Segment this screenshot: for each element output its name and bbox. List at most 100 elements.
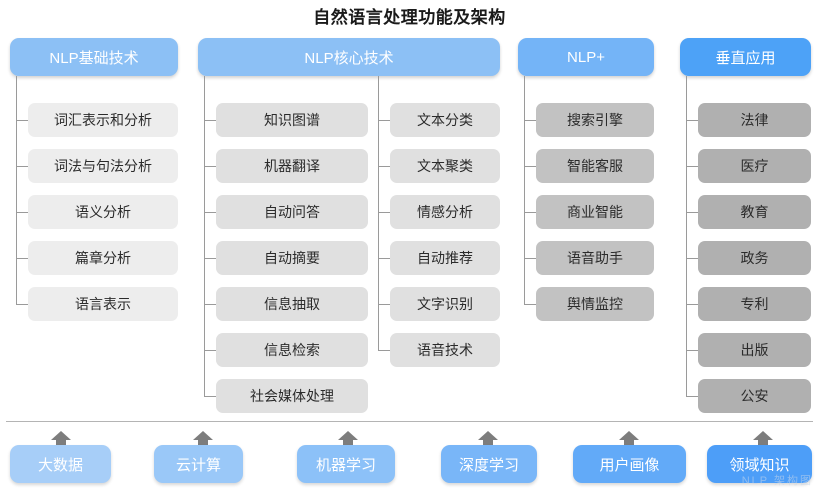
leaf-item[interactable]: 自动问答 bbox=[216, 195, 368, 229]
up-arrow-icon bbox=[618, 430, 640, 450]
leaf-item-label: 词汇表示和分析 bbox=[54, 112, 152, 128]
leaf-item[interactable]: 词汇表示和分析 bbox=[28, 103, 178, 137]
leaf-item[interactable]: 教育 bbox=[698, 195, 811, 229]
tree-branch bbox=[16, 166, 28, 167]
tree-branch bbox=[686, 304, 698, 305]
tree-branch bbox=[378, 166, 390, 167]
tree-branch bbox=[16, 304, 28, 305]
leaf-item[interactable]: 公安 bbox=[698, 379, 811, 413]
tree-branch bbox=[16, 258, 28, 259]
foundation-divider bbox=[6, 421, 813, 422]
foundation-box[interactable]: 云计算 bbox=[154, 445, 243, 483]
tree-branch bbox=[16, 212, 28, 213]
tree-branch bbox=[686, 212, 698, 213]
leaf-item[interactable]: 专利 bbox=[698, 287, 811, 321]
up-arrow-icon bbox=[477, 430, 499, 450]
leaf-item[interactable]: 政务 bbox=[698, 241, 811, 275]
leaf-item-label: 文本分类 bbox=[417, 112, 473, 128]
leaf-item-label: 语言表示 bbox=[75, 296, 131, 312]
leaf-item[interactable]: 文字识别 bbox=[390, 287, 500, 321]
tree-branch bbox=[524, 304, 536, 305]
leaf-item[interactable]: 机器翻译 bbox=[216, 149, 368, 183]
leaf-item[interactable]: 文本分类 bbox=[390, 103, 500, 137]
leaf-item[interactable]: 信息抽取 bbox=[216, 287, 368, 321]
tree-branch bbox=[524, 258, 536, 259]
leaf-item-label: 情感分析 bbox=[417, 204, 473, 220]
foundation-box-label: 大数据 bbox=[37, 456, 83, 474]
leaf-item[interactable]: 知识图谱 bbox=[216, 103, 368, 137]
foundation-box-label: 云计算 bbox=[175, 456, 221, 474]
leaf-item-label: 舆情监控 bbox=[567, 296, 623, 312]
page-title: 自然语言处理功能及架构 bbox=[313, 8, 506, 27]
tree-branch bbox=[378, 120, 390, 121]
group-header-nlp-core[interactable]: NLP核心技术 bbox=[198, 38, 500, 76]
foundation-box-label: 机器学习 bbox=[315, 456, 376, 474]
leaf-item-label: 专利 bbox=[740, 296, 769, 312]
leaf-item[interactable]: 社会媒体处理 bbox=[216, 379, 368, 413]
leaf-item-label: 法律 bbox=[740, 112, 769, 128]
group-header-nlp-plus[interactable]: NLP+ bbox=[518, 38, 654, 76]
leaf-item[interactable]: 医疗 bbox=[698, 149, 811, 183]
leaf-item[interactable]: 词法与句法分析 bbox=[28, 149, 178, 183]
leaf-item[interactable]: 语言表示 bbox=[28, 287, 178, 321]
leaf-item[interactable]: 舆情监控 bbox=[536, 287, 654, 321]
tree-spine-nlp-plus bbox=[524, 76, 525, 304]
foundation-box[interactable]: 机器学习 bbox=[297, 445, 395, 483]
leaf-item[interactable]: 自动推荐 bbox=[390, 241, 500, 275]
leaf-item-label: 自动问答 bbox=[264, 204, 320, 220]
group-header-label: 垂直应用 bbox=[715, 49, 776, 67]
tree-branch bbox=[686, 120, 698, 121]
tree-branch bbox=[16, 120, 28, 121]
tree-branch bbox=[204, 304, 216, 305]
tree-branch bbox=[204, 212, 216, 213]
leaf-item-label: 搜索引擎 bbox=[567, 112, 623, 128]
leaf-item[interactable]: 出版 bbox=[698, 333, 811, 367]
leaf-item[interactable]: 语音技术 bbox=[390, 333, 500, 367]
leaf-item[interactable]: 信息检索 bbox=[216, 333, 368, 367]
up-arrow-icon bbox=[50, 430, 72, 450]
leaf-item[interactable]: 文本聚类 bbox=[390, 149, 500, 183]
leaf-item-label: 自动推荐 bbox=[417, 250, 473, 266]
leaf-item[interactable]: 智能客服 bbox=[536, 149, 654, 183]
tree-spine-vertical-apps bbox=[686, 76, 687, 396]
leaf-item[interactable]: 法律 bbox=[698, 103, 811, 137]
leaf-item[interactable]: 商业智能 bbox=[536, 195, 654, 229]
tree-branch bbox=[378, 258, 390, 259]
foundation-box-label: 用户画像 bbox=[599, 456, 660, 474]
tree-branch bbox=[686, 258, 698, 259]
leaf-item-label: 语义分析 bbox=[75, 204, 131, 220]
leaf-item-label: 商业智能 bbox=[567, 204, 623, 220]
tree-branch bbox=[524, 120, 536, 121]
leaf-item[interactable]: 语义分析 bbox=[28, 195, 178, 229]
leaf-item[interactable]: 语音助手 bbox=[536, 241, 654, 275]
leaf-item-label: 文本聚类 bbox=[417, 158, 473, 174]
tree-branch bbox=[378, 304, 390, 305]
foundation-box[interactable]: 大数据 bbox=[10, 445, 111, 483]
group-header-label: NLP基础技术 bbox=[49, 49, 139, 67]
foundation-box[interactable]: 领域知识 bbox=[707, 445, 812, 483]
tree-branch bbox=[686, 166, 698, 167]
foundation-box[interactable]: 深度学习 bbox=[441, 445, 537, 483]
leaf-item-label: 信息检索 bbox=[264, 342, 320, 358]
tree-spine-nlp-core bbox=[378, 76, 379, 350]
watermark: NLP 架构图 bbox=[741, 475, 813, 487]
leaf-item-label: 篇章分析 bbox=[75, 250, 131, 266]
leaf-item-label: 医疗 bbox=[740, 158, 769, 174]
leaf-item-label: 知识图谱 bbox=[264, 112, 320, 128]
group-header-vertical-apps[interactable]: 垂直应用 bbox=[680, 38, 811, 76]
up-arrow-icon bbox=[752, 430, 774, 450]
foundation-box[interactable]: 用户画像 bbox=[573, 445, 686, 483]
leaf-item-label: 语音技术 bbox=[417, 342, 473, 358]
tree-branch bbox=[378, 350, 390, 351]
leaf-item-label: 信息抽取 bbox=[264, 296, 320, 312]
leaf-item-label: 社会媒体处理 bbox=[250, 388, 334, 404]
leaf-item[interactable]: 搜索引擎 bbox=[536, 103, 654, 137]
leaf-item[interactable]: 自动摘要 bbox=[216, 241, 368, 275]
up-arrow-icon bbox=[337, 430, 359, 450]
leaf-item[interactable]: 情感分析 bbox=[390, 195, 500, 229]
tree-branch bbox=[378, 212, 390, 213]
leaf-item-label: 文字识别 bbox=[417, 296, 473, 312]
leaf-item[interactable]: 篇章分析 bbox=[28, 241, 178, 275]
group-header-label: NLP核心技术 bbox=[304, 49, 394, 67]
group-header-nlp-basic[interactable]: NLP基础技术 bbox=[10, 38, 178, 76]
